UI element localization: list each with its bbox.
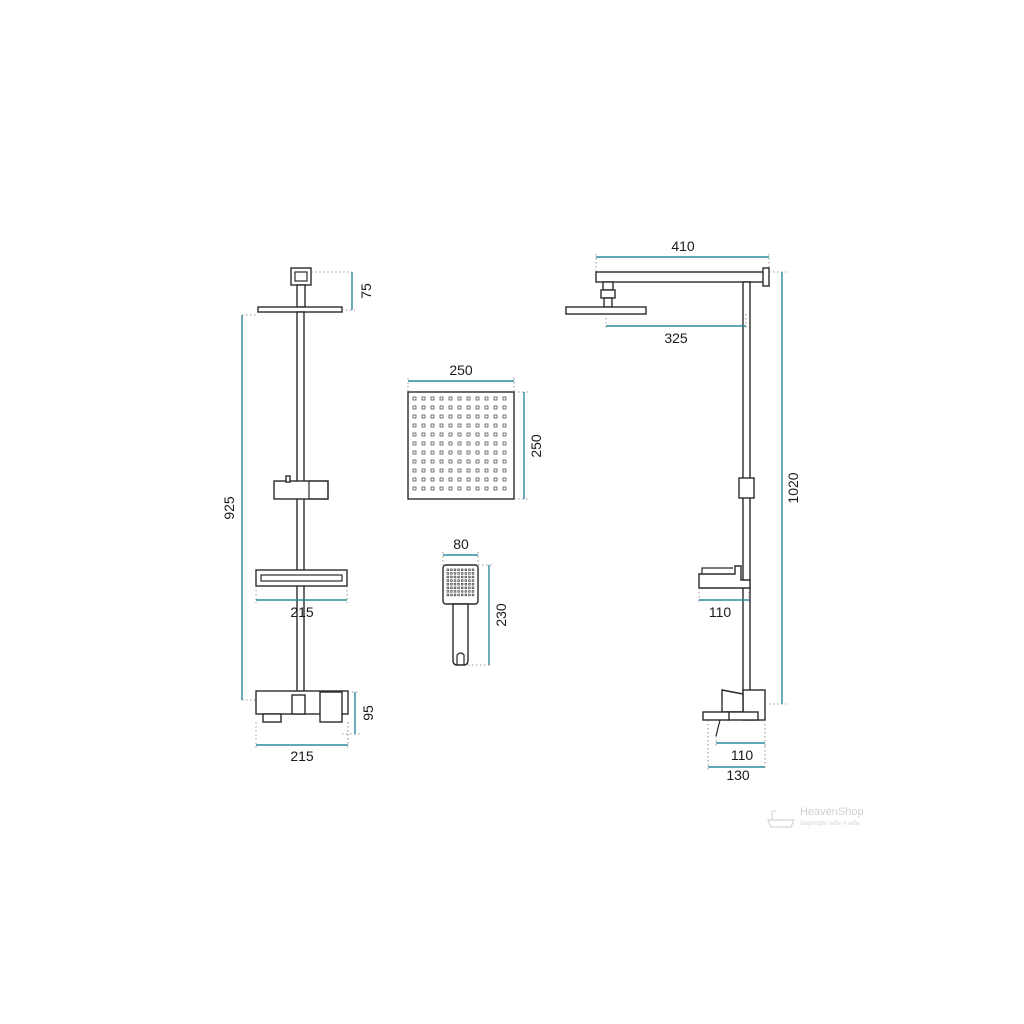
left-front-view: 75 925 215 95 215 <box>221 267 376 764</box>
dim-head-height: 250 <box>528 434 544 458</box>
dim-right-arm-reach: 325 <box>664 330 688 346</box>
right-shelf <box>698 565 751 589</box>
right-slider-holder <box>738 477 755 499</box>
left-slider-holder <box>273 480 329 500</box>
dim-left-mixer-width: 215 <box>290 748 314 764</box>
watermark-brand: HeavenShop <box>800 806 864 818</box>
right-side-view: 410 325 1020 110 110 130 <box>565 238 801 783</box>
left-arm-stem <box>296 284 306 308</box>
hand-shower-handle <box>452 603 469 666</box>
dim-head-width: 250 <box>449 362 473 378</box>
dim-hand-length: 230 <box>493 603 509 627</box>
dim-right-total-height: 1020 <box>785 472 801 503</box>
right-spout <box>702 711 730 721</box>
left-spout <box>262 713 282 723</box>
dim-left-mixer-height: 95 <box>360 705 376 721</box>
watermark-slogan: Inspirujte sebe v sebe <box>800 819 861 827</box>
hand-shower-view: 80 230 <box>442 536 509 666</box>
hand-shower-nozzles <box>446 568 475 597</box>
right-shower-head-plate <box>565 306 647 315</box>
dim-left-total-height: 925 <box>221 496 237 520</box>
dim-right-spout-depth: 130 <box>726 767 750 783</box>
left-shower-head-plate <box>257 306 343 313</box>
bathtub-icon <box>767 810 795 828</box>
right-shower-arm <box>595 271 767 283</box>
dim-right-arm-length: 410 <box>671 238 695 254</box>
left-mixer-lever <box>319 691 343 723</box>
shower-head-nozzles <box>412 396 507 491</box>
dim-hand-width: 80 <box>453 536 469 552</box>
left-shelf <box>255 569 348 587</box>
left-arm-connector <box>290 267 312 286</box>
dim-left-head-height: 75 <box>358 283 374 299</box>
dim-right-mixer-depth: 110 <box>731 747 754 763</box>
left-riser-pipe <box>296 311 305 693</box>
dim-left-shelf-width: 215 <box>290 604 314 620</box>
dim-right-shelf-depth: 110 <box>709 604 732 620</box>
right-mixer-lever <box>721 689 744 713</box>
watermark: HeavenShop Inspirujte sebe v sebe <box>764 806 884 836</box>
shower-head-view: 250 250 <box>407 362 544 500</box>
